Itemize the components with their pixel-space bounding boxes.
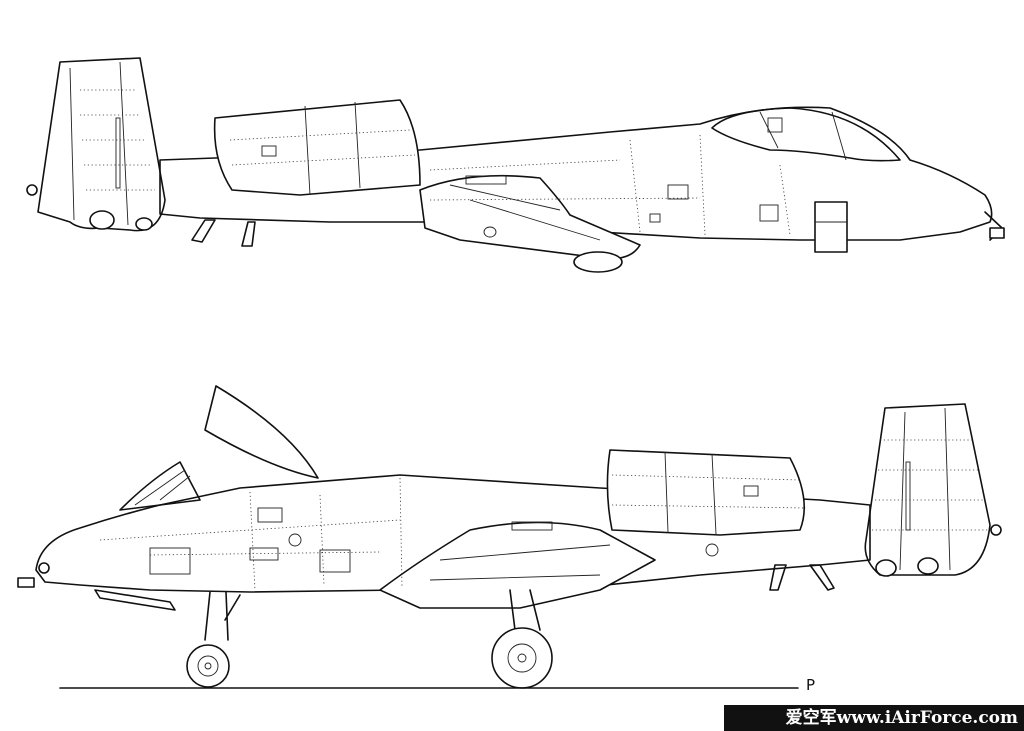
top-engine-nacelle: [213, 99, 421, 196]
top-canopy: [711, 107, 901, 162]
top-aircraft-side-view: [26, 57, 1005, 273]
bottom-wing: [379, 521, 656, 609]
ground-line-label: P: [806, 676, 816, 694]
site-watermark: 爱空军www.iAirForce.com: [724, 705, 1024, 731]
nose-wheel: [186, 644, 230, 688]
top-tail-fin: [37, 57, 166, 232]
main-wheel: [491, 627, 553, 689]
bottom-open-canopy: [204, 385, 319, 479]
bottom-aircraft-side-view: [17, 385, 1002, 689]
bottom-engine-nacelle: [606, 449, 806, 536]
top-wing: [419, 174, 641, 260]
bottom-tail-fin: [864, 403, 991, 576]
